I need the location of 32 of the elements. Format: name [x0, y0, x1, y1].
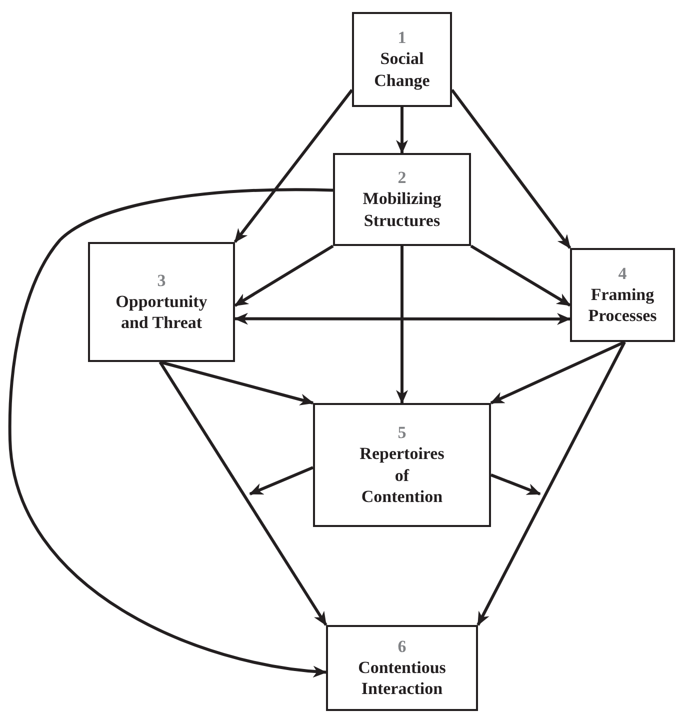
arrow: [249, 466, 314, 496]
process-box: [352, 12, 452, 107]
process-box: [570, 248, 675, 342]
arrow: [490, 474, 541, 496]
arrow: [490, 340, 626, 404]
step-number: 5: [398, 422, 406, 444]
process-box: [313, 403, 491, 527]
step-number: 3: [157, 270, 166, 291]
process-box: [333, 153, 471, 246]
arrow: [234, 244, 334, 307]
arrow: [476, 341, 626, 626]
box-title: Opportunity and Threat: [114, 290, 208, 334]
process-box: [326, 625, 478, 711]
box-title: Repertoires of Contention: [358, 443, 446, 508]
box-title: Mobilizing Structures: [362, 188, 442, 231]
process-box: [88, 242, 235, 362]
arrow: [158, 361, 328, 626]
arrow: [234, 312, 571, 325]
arrow: [396, 107, 408, 154]
arrow: [450, 89, 572, 249]
step-number: 4: [618, 264, 627, 284]
arrow: [396, 246, 408, 404]
arrow: [234, 88, 354, 243]
box-title: Framing Processes: [587, 284, 658, 326]
arrow: [160, 360, 314, 406]
box-title: Social Change: [373, 48, 431, 91]
box-title: Contentious Interaction: [357, 656, 447, 700]
step-number: 1: [398, 28, 406, 48]
arrow: [8, 188, 334, 678]
step-number: 6: [398, 636, 406, 657]
step-number: 2: [398, 168, 406, 188]
arrow: [470, 244, 571, 307]
